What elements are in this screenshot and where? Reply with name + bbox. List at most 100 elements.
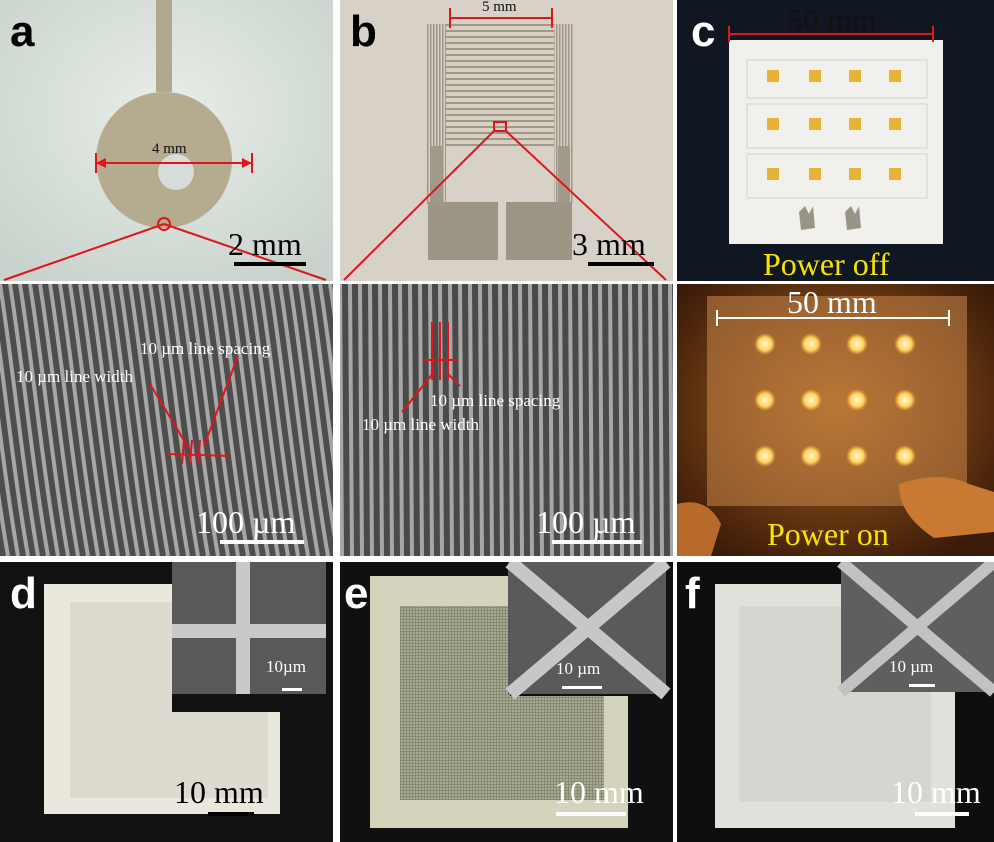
- sem-ridge: [568, 284, 574, 556]
- panel-b-photo: b 5 mm 3 mm: [340, 0, 673, 281]
- inset-scale-bar: [562, 686, 602, 689]
- sem-ridge: [138, 284, 180, 556]
- scale-bar-label: 10 mm: [891, 774, 981, 810]
- sem-ridge: [668, 284, 673, 556]
- panel-c-power-on: 50 mm Power on: [677, 284, 994, 556]
- sem-ridge: [638, 284, 644, 556]
- sem-ridge: [618, 284, 624, 556]
- sem-ridge: [348, 284, 354, 556]
- panel-c-top-drawing: [677, 0, 994, 281]
- sem-ridge: [0, 284, 40, 556]
- dimension-label: 50 mm: [787, 284, 877, 320]
- panel-letter: d: [10, 569, 37, 618]
- sem-ridge: [468, 284, 474, 556]
- sem-ridge: [68, 284, 110, 556]
- sem-line-pattern: [0, 284, 333, 556]
- sem-ridge: [378, 284, 384, 556]
- panel-b-sem-drawing: [340, 284, 673, 556]
- zoom-line-right: [505, 130, 667, 281]
- sem-ridge: [268, 284, 310, 556]
- sem-ridge: [478, 284, 484, 556]
- panel-f-drawing: [677, 562, 994, 842]
- sem-ridge: [340, 284, 344, 556]
- panel-f: f 10 µm 10 mm: [677, 562, 994, 842]
- scale-bar-label: 100 µm: [536, 504, 636, 540]
- inset-scale-label: 10 µm: [556, 659, 601, 678]
- electrode-lead: [156, 0, 172, 92]
- panel-c-power-off: c 50 mm Power off: [677, 0, 994, 281]
- scale-bar: [234, 262, 306, 266]
- sem-ridge: [88, 284, 130, 556]
- panel-a-photo: a 4 mm 2 mm: [0, 0, 333, 281]
- zoom-box: [493, 121, 507, 132]
- grid-line-horizontal: [172, 624, 326, 638]
- sem-ridge: [538, 284, 544, 556]
- sem-ridge: [218, 284, 260, 556]
- sem-ridge: [588, 284, 594, 556]
- sem-ridge: [418, 284, 424, 556]
- sem-ridge: [48, 284, 90, 556]
- sem-ridge: [108, 284, 150, 556]
- sem-ridge: [448, 284, 454, 556]
- spacing-marker: [181, 439, 185, 465]
- sem-ridge: [58, 284, 100, 556]
- sem-ridge: [258, 284, 300, 556]
- sem-ridge: [158, 284, 200, 556]
- left-trace: [430, 146, 442, 206]
- wire-contact: [845, 206, 861, 230]
- sem-ridge: [278, 284, 320, 556]
- finger-right: [898, 477, 994, 538]
- wire-contact: [799, 206, 815, 230]
- sem-ridge: [238, 284, 280, 556]
- sem-ridge: [308, 284, 333, 471]
- sem-ridge: [358, 284, 364, 556]
- panel-letter: b: [350, 7, 377, 56]
- line-width-label: 10 µm line width: [16, 367, 133, 386]
- scale-bar-label: 100 µm: [196, 504, 296, 540]
- panel-b-photo-drawing: [340, 0, 673, 281]
- circuit-row: [746, 153, 928, 199]
- spacing-marker: [197, 439, 201, 465]
- sem-ridge: [318, 284, 333, 394]
- grid-line-diagonal: [837, 562, 994, 697]
- panel-a-sem-drawing: [0, 284, 333, 556]
- sem-ridge: [558, 284, 564, 556]
- sem-ridge: [178, 284, 220, 556]
- dimension-label: 5 mm: [482, 0, 517, 15]
- sem-ridge: [0, 417, 20, 556]
- panel-letter: c: [691, 7, 716, 56]
- sem-ridge: [18, 284, 60, 556]
- pointer-arrow: [149, 383, 189, 448]
- scale-bar-label: 10 mm: [554, 774, 644, 810]
- scale-bar-label: 2 mm: [228, 226, 302, 262]
- zoom-line-left: [343, 130, 495, 281]
- finger-left: [677, 502, 721, 556]
- printed-area: [70, 602, 268, 798]
- panel-letter: e: [344, 569, 369, 618]
- circuit-row: [746, 59, 928, 99]
- sem-ridge: [298, 284, 333, 539]
- sem-ridge: [398, 284, 404, 556]
- sem-ridge: [658, 284, 664, 556]
- sem-ridge: [38, 284, 80, 556]
- arrow-head-left: [96, 158, 106, 168]
- interdigitated-fingers: [426, 24, 574, 146]
- spacing-marker: [189, 439, 193, 465]
- sem-ridge: [648, 284, 654, 556]
- inset-scale-bar: [282, 688, 302, 691]
- zoom-line-left: [3, 223, 165, 281]
- panel-a-photo-drawing: [0, 0, 333, 281]
- sem-background: [340, 284, 673, 556]
- scale-bar-label: 10 mm: [174, 774, 264, 810]
- sem-ridge: [118, 284, 160, 556]
- dimension-label: 4 mm: [152, 141, 187, 157]
- led-array-off: [767, 70, 901, 180]
- inset-scale-bar: [909, 684, 935, 687]
- sem-ridge: [388, 284, 394, 556]
- sem-ridge: [78, 284, 120, 556]
- right-pad: [506, 202, 572, 260]
- left-pad: [428, 202, 498, 260]
- sem-ridge: [0, 492, 10, 556]
- panel-b-sem: 10 µm line spacing 10 µm line width 100 …: [340, 284, 673, 556]
- pointer-arrow: [445, 371, 461, 387]
